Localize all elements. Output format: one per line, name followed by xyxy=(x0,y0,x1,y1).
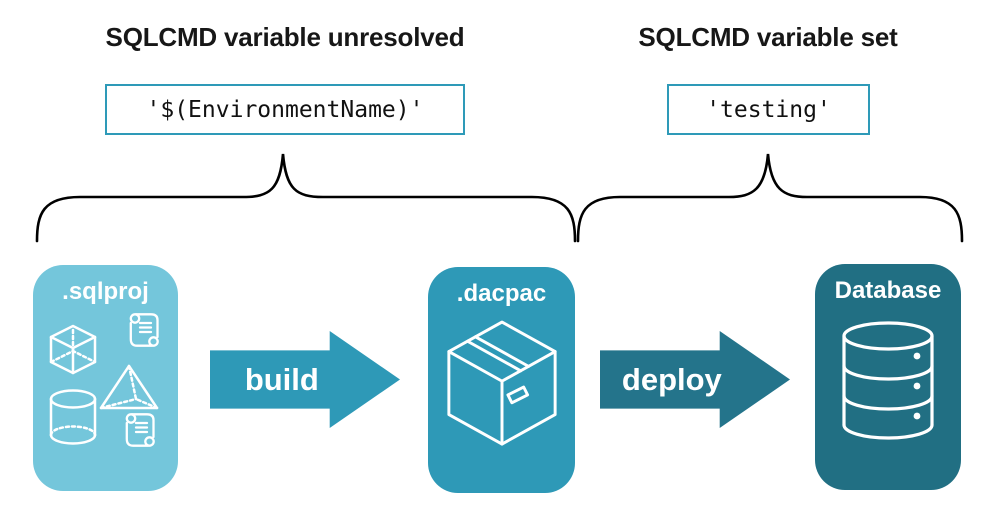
database-cylinder-icon xyxy=(842,321,934,440)
build-arrow-label: build xyxy=(244,361,319,397)
node-database-label: Database xyxy=(834,277,942,304)
node-dacpac-label: .dacpac xyxy=(456,280,547,307)
code-text-testing-value: 'testing' xyxy=(706,96,831,123)
right-brace xyxy=(576,153,964,243)
code-box-testing-value: 'testing' xyxy=(667,84,870,135)
code-box-environment-variable: '$(EnvironmentName)' xyxy=(105,84,465,135)
heading-variable-unresolved: SQLCMD variable unresolved xyxy=(105,22,465,52)
node-dacpac: .dacpac xyxy=(428,267,575,493)
heading-variable-set: SQLCMD variable set xyxy=(638,22,898,52)
left-brace xyxy=(35,153,577,243)
package-box-icon xyxy=(446,320,557,446)
deploy-arrow: deploy xyxy=(600,331,790,428)
node-database: Database xyxy=(815,264,961,490)
code-text-environment-variable: '$(EnvironmentName)' xyxy=(146,96,424,123)
node-sqlproj: .sqlproj xyxy=(33,265,178,491)
deploy-arrow-label: deploy xyxy=(621,361,722,397)
node-sqlproj-label: .sqlproj xyxy=(62,278,149,305)
build-arrow: build xyxy=(210,331,400,428)
sql-objects-icon xyxy=(49,313,159,447)
